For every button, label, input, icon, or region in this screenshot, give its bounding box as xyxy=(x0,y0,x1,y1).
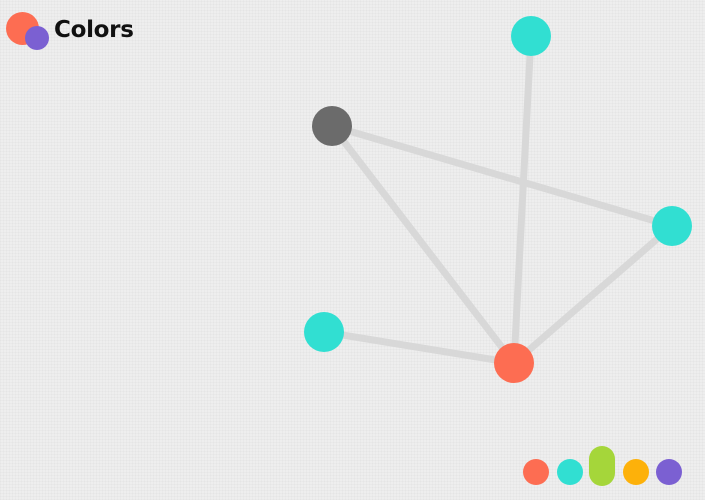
edge-n-left-n-bottom xyxy=(320,328,518,367)
color-palette xyxy=(523,446,682,486)
graph-node-top[interactable] xyxy=(511,16,551,56)
graph-edges xyxy=(320,32,676,367)
palette-swatch-lime[interactable] xyxy=(589,446,615,486)
graph-node-left[interactable] xyxy=(304,312,344,352)
graph-node-right[interactable] xyxy=(652,206,692,246)
app-title: Colors xyxy=(54,17,134,43)
app-header: Colors xyxy=(0,0,180,56)
graph-node-bottom[interactable] xyxy=(494,343,534,383)
edge-n-gray-n-right xyxy=(328,122,676,230)
palette-swatch-purple[interactable] xyxy=(656,459,682,485)
edge-n-gray-n-bottom xyxy=(328,122,518,367)
palette-swatch-amber[interactable] xyxy=(623,459,649,485)
graph-node-gray[interactable] xyxy=(312,106,352,146)
graph-nodes xyxy=(304,16,692,383)
palette-swatch-coral[interactable] xyxy=(523,459,549,485)
palette-swatch-turquoise[interactable] xyxy=(557,459,583,485)
edge-n-right-n-bottom xyxy=(510,222,676,367)
colors-logo xyxy=(0,0,56,56)
edge-n-top-n-bottom xyxy=(510,32,535,367)
logo-dot-purple xyxy=(25,26,49,50)
